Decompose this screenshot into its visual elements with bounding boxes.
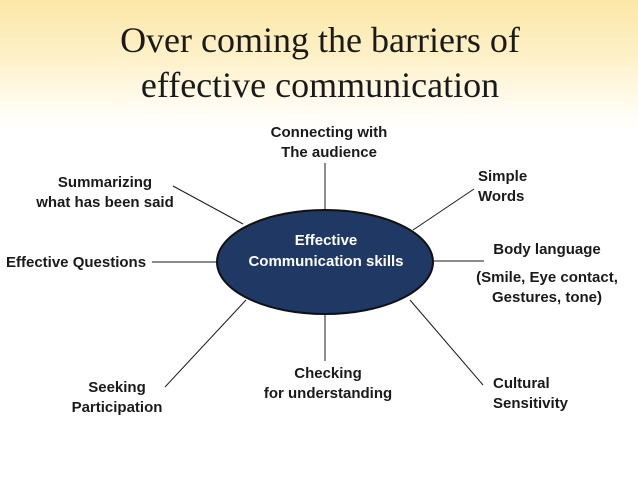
- node-body-language: Body language (Smile, Eye contact, Gestu…: [468, 240, 626, 308]
- connector-seeking: [164, 299, 247, 388]
- node-simple-words-line-2: Words: [478, 188, 525, 205]
- node-body-language-line-3: Gestures, tone): [491, 289, 603, 306]
- node-summarizing-line-2: what has been said: [36, 194, 174, 211]
- connector-simple-words: [412, 188, 475, 231]
- connector-summarizing: [172, 185, 244, 225]
- node-summarizing: Summarizing what has been said: [28, 173, 182, 213]
- node-simple-words: Simple Words: [478, 167, 527, 207]
- node-checking-line-1: Checking: [294, 365, 362, 382]
- center-ellipse: [216, 209, 434, 315]
- node-cultural-line-2: Sensitivity: [493, 395, 569, 412]
- node-seeking-line-1: Seeking: [88, 379, 146, 396]
- node-body-language-line-1: Body language: [493, 241, 601, 258]
- center-line-1: Effective: [294, 232, 358, 249]
- node-checking: Checking for understanding: [250, 364, 406, 404]
- node-summarizing-line-1: Summarizing: [57, 174, 153, 191]
- node-connecting-line-2: The audience: [281, 144, 377, 161]
- connector-cultural: [409, 299, 484, 386]
- node-questions: Effective Questions: [6, 253, 146, 273]
- title-banner: [0, 0, 638, 130]
- title-line-2: effective communication: [140, 65, 500, 105]
- node-connecting: Connecting with The audience: [250, 123, 408, 163]
- node-simple-words-line-1: Simple: [478, 168, 528, 185]
- node-questions-line-1: Effective Questions: [6, 254, 147, 271]
- center-line-2: Communication skills: [248, 253, 404, 270]
- node-cultural-line-1: Cultural: [493, 375, 550, 392]
- node-body-language-line-2: (Smile, Eye contact,: [476, 269, 618, 286]
- node-checking-line-2: for understanding: [263, 385, 393, 402]
- node-seeking: Seeking Participation: [62, 378, 172, 418]
- node-seeking-line-2: Participation: [71, 399, 163, 416]
- center-label: Effective Communication skills: [222, 230, 430, 272]
- slide-title: Over coming the barriers of effective co…: [40, 18, 600, 108]
- title-line-1: Over coming the barriers of: [120, 20, 520, 60]
- node-connecting-line-1: Connecting with: [270, 124, 388, 141]
- node-cultural: Cultural Sensitivity: [493, 374, 568, 414]
